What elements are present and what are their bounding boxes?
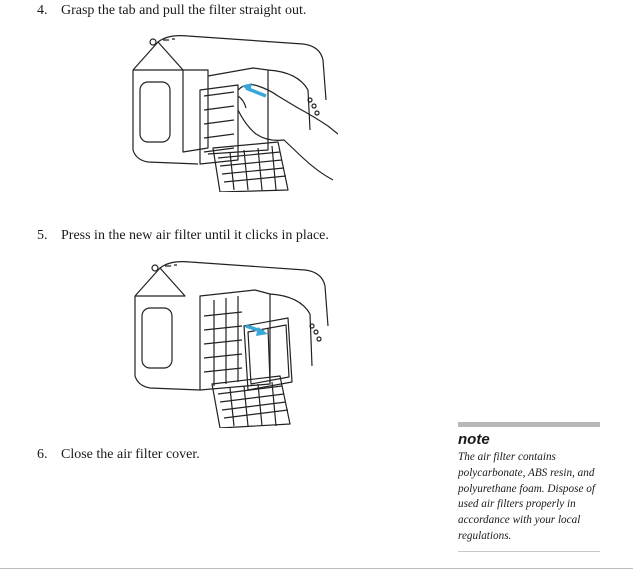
page-bottom-rule — [0, 568, 633, 569]
step-text: Press in the new air filter until it cli… — [61, 228, 329, 243]
note-bottom-rule — [458, 550, 600, 552]
step-number: 5. — [37, 228, 48, 243]
note-title: note — [458, 431, 490, 448]
step-6: 6. Close the air filter cover. — [37, 446, 200, 464]
step-4: 4. Grasp the tab and pull the filter stra… — [37, 2, 306, 20]
remove-filter-illustration — [132, 35, 338, 192]
step-5: 5. Press in the new air filter until it c… — [37, 227, 329, 245]
step-number: 6. — [37, 447, 48, 462]
step-text: Close the air filter cover. — [61, 447, 200, 462]
note-top-bar — [458, 422, 600, 427]
note-body: The air filter contains polycarbonate, A… — [458, 451, 595, 542]
note-callout: note The air filter contains polycarbona… — [458, 422, 600, 552]
insert-filter-illustration — [134, 261, 329, 428]
step-number: 4. — [37, 3, 48, 18]
step-text: Grasp the tab and pull the filter straig… — [61, 3, 307, 18]
